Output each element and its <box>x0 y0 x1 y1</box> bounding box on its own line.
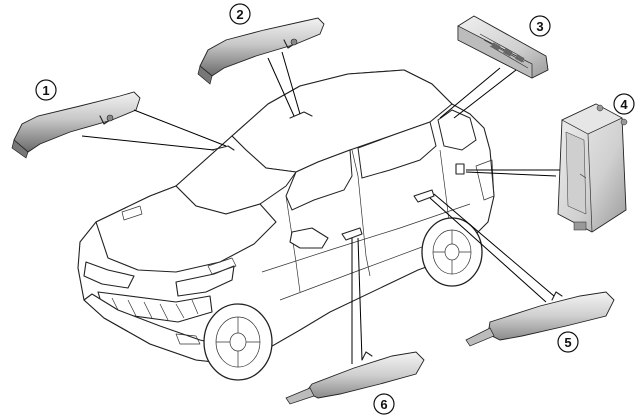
callout-2-label: 2 <box>236 7 243 22</box>
leader-4b <box>465 171 557 177</box>
part-6-front-door-handle <box>285 351 425 405</box>
leader-2a <box>267 57 295 117</box>
vehicle-door-mirror <box>289 227 329 249</box>
leader-1 <box>81 135 215 151</box>
callout-5: 5 <box>557 331 579 353</box>
callout-6-label: 6 <box>380 397 387 412</box>
vehicle-rear-wheel <box>421 217 483 287</box>
vehicle-rear-lamp <box>475 159 495 201</box>
callout-3: 3 <box>529 15 551 37</box>
leader-5a <box>429 197 547 303</box>
vehicle-fog-lamp <box>175 333 201 345</box>
part-3-control-module <box>457 15 549 79</box>
vehicle-rear-side-window <box>357 121 437 179</box>
vehicle-rear-module-marker <box>455 163 465 175</box>
leader-3a <box>439 67 501 119</box>
vehicle-headlamp-right <box>175 265 235 297</box>
vehicle-roof-antenna-rear <box>289 111 313 119</box>
callout-6: 6 <box>373 393 395 415</box>
callout-2: 2 <box>229 3 251 25</box>
vehicle-rear-door-handle <box>413 189 435 203</box>
vehicle-bonnet <box>95 185 277 273</box>
vehicle-front-side-window <box>285 149 353 211</box>
part-5-rear-door-handle <box>465 291 615 347</box>
vehicle-roof-antenna-front <box>211 145 235 151</box>
vehicle-quarter-window <box>437 109 477 151</box>
vehicle-grille-mesh <box>111 297 199 321</box>
leader-5b <box>433 193 555 297</box>
part-4-ecu <box>557 103 628 233</box>
leader-lines <box>81 51 560 364</box>
leader-6b <box>357 237 363 361</box>
leader-1b <box>133 109 227 147</box>
callout-4: 4 <box>613 93 635 115</box>
callout-4-label: 4 <box>620 97 628 112</box>
part-2-antenna-rear <box>197 17 325 85</box>
callout-5-label: 5 <box>564 335 571 350</box>
part-1-antenna-front <box>11 91 141 159</box>
vehicle-illustration <box>77 69 495 381</box>
callout-1: 1 <box>35 79 57 101</box>
vehicle-bonnet-vents <box>121 205 237 275</box>
callout-1-label: 1 <box>42 83 49 98</box>
leader-3b <box>453 69 517 119</box>
leader-2b <box>281 51 301 115</box>
vehicle-front-door-handle <box>341 227 363 241</box>
vehicle-headlamp-left <box>83 261 135 289</box>
callout-3-label: 3 <box>536 19 543 34</box>
vehicle-front-wheel <box>203 303 273 381</box>
